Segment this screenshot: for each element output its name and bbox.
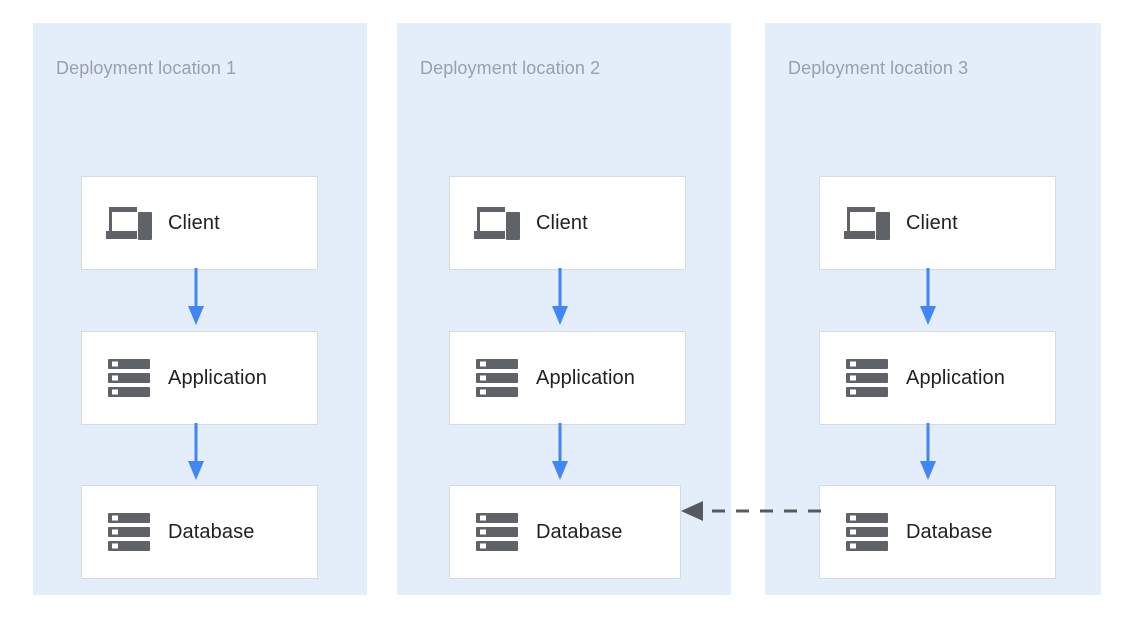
server-icon: [844, 357, 890, 399]
server-icon: [106, 357, 152, 399]
deployment-location-2-application-label: Application: [536, 366, 635, 389]
deployment-location-1-client-node[interactable]: Client: [81, 176, 318, 270]
deployment-location-1-application-to-database-arrow: [188, 423, 204, 480]
deployment-location-2-client-to-application-arrow: [552, 268, 568, 325]
deployment-location-3-client-node[interactable]: Client: [819, 176, 1056, 270]
deployment-location-3-title: Deployment location 3: [788, 58, 969, 78]
server-icon: [474, 357, 520, 399]
deployment-location-3-application-label: Application: [906, 366, 1005, 389]
deployment-location-2-panel: Deployment location 2 Client: [397, 23, 731, 595]
deployment-location-2-application-node[interactable]: Application: [449, 331, 686, 425]
deployment-location-3-application-node[interactable]: Application: [819, 331, 1056, 425]
deployment-location-1-application-node[interactable]: Application: [81, 331, 318, 425]
deployment-location-2-application-to-database-arrow: [552, 423, 568, 480]
deployment-location-1-client-label: Client: [168, 211, 220, 234]
server-icon: [474, 511, 520, 553]
devices-icon: [844, 202, 890, 244]
deployment-location-3-database-node[interactable]: Database: [819, 485, 1056, 579]
deployment-location-1-database-node[interactable]: Database: [81, 485, 318, 579]
deployment-location-2-client-label: Client: [536, 211, 588, 234]
deployment-location-1-application-label: Application: [168, 366, 267, 389]
deployment-location-3-client-label: Client: [906, 211, 958, 234]
deployment-location-3-application-to-database-arrow: [920, 423, 936, 480]
devices-icon: [106, 202, 152, 244]
deployment-location-3-client-to-application-arrow: [920, 268, 936, 325]
deployment-location-2-database-label: Database: [536, 520, 623, 543]
deployment-location-2-database-node[interactable]: Database: [449, 485, 681, 579]
deployment-location-1-panel: Deployment location 1 Client: [33, 23, 367, 595]
devices-icon: [474, 202, 520, 244]
deployment-location-2-title: Deployment location 2: [420, 58, 601, 78]
deployment-location-3-database-label: Database: [906, 520, 993, 543]
deployment-location-2-client-node[interactable]: Client: [449, 176, 686, 270]
server-icon: [844, 511, 890, 553]
db3-to-db2-replication-arrow: [681, 501, 821, 521]
deployment-location-3-panel: Deployment location 3 Client: [765, 23, 1101, 595]
deployment-location-1-client-to-application-arrow: [188, 268, 204, 325]
deployment-location-1-title: Deployment location 1: [56, 58, 237, 78]
deployment-location-1-database-label: Database: [168, 520, 255, 543]
server-icon: [106, 511, 152, 553]
